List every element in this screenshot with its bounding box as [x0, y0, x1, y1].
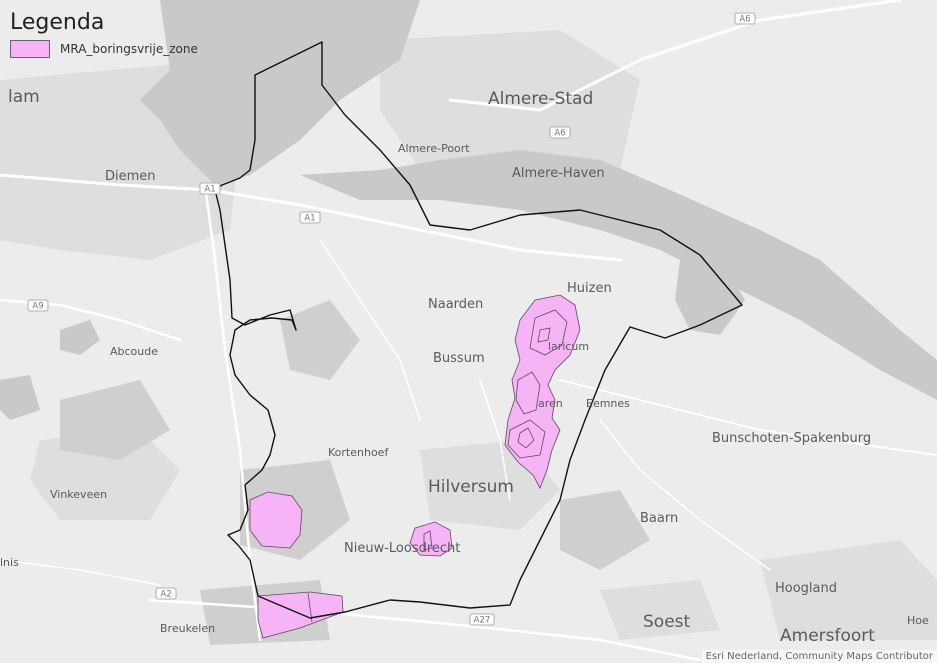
zone-west[interactable] [249, 491, 303, 549]
place-label-almere-stad: Almere-Stad [488, 89, 593, 109]
place-label-naarden: Naarden [428, 297, 483, 312]
place-label-lnis: lnis [0, 556, 19, 569]
place-label-hoe: Hoe [907, 614, 929, 627]
place-label-vinkeveen: Vinkeveen [50, 488, 107, 501]
place-label-soest: Soest [643, 612, 691, 632]
svg-text:A6: A6 [739, 15, 750, 25]
svg-text:A2: A2 [160, 590, 171, 600]
legend-swatch [10, 40, 50, 58]
place-label-lam: lam [8, 87, 40, 107]
place-label-bunschoten: Bunschoten-Spakenburg [712, 431, 871, 446]
road-shield-a6-mid: A6 [549, 126, 571, 139]
place-label-almere-haven: Almere-Haven [512, 166, 605, 181]
legend-item: MRA_boringsvrije_zone [10, 40, 198, 58]
place-label-laren: aren [538, 397, 563, 410]
place-label-bussum: Bussum [433, 351, 485, 366]
place-label-baarn: Baarn [640, 511, 678, 526]
legend-title: Legenda [10, 10, 105, 35]
svg-text:A9: A9 [32, 302, 43, 312]
zone-huizen-laren[interactable] [504, 294, 581, 489]
place-label-nieuw-loosdrecht: Nieuw-Loosdrecht [344, 541, 460, 556]
place-label-eemnes: Eemnes [586, 397, 630, 410]
place-label-laricum: laricum [548, 340, 589, 353]
place-label-abcoude: Abcoude [110, 345, 158, 358]
svg-text:A1: A1 [204, 185, 215, 195]
road-shield-a6-top: A6 [734, 12, 756, 25]
road-shield-a2: A2 [155, 587, 177, 600]
road-shield-a1-left: A1 [199, 182, 221, 195]
place-label-amersfoort: Amersfoort [780, 626, 875, 646]
map-attribution: Esri Nederland, Community Maps Contribut… [701, 650, 937, 663]
urban-areas [0, 30, 937, 640]
road-shield-a1-mid: A1 [299, 211, 321, 224]
svg-text:A27: A27 [474, 616, 491, 626]
place-label-diemen: Diemen [105, 169, 156, 184]
zone-south[interactable] [257, 591, 344, 639]
place-label-hilversum: Hilversum [428, 477, 514, 497]
water-bodies [0, 0, 937, 420]
legend-item-label: MRA_boringsvrije_zone [60, 42, 198, 56]
place-label-kortenhoef: Kortenhoef [328, 446, 389, 459]
place-label-huizen: Huizen [567, 281, 612, 296]
legend: Legenda MRA_boringsvrije_zone [10, 10, 198, 58]
place-label-breukelen: Breukelen [160, 622, 215, 635]
boringsvrije-zones [249, 294, 581, 639]
place-label-almere-poort: Almere-Poort [398, 142, 470, 155]
place-label-hoogland: Hoogland [775, 581, 837, 596]
mra-boundary [214, 41, 743, 619]
road-shield-a9: A9 [27, 299, 49, 312]
svg-text:A1: A1 [304, 214, 315, 224]
svg-text:A6: A6 [554, 129, 565, 139]
road-shield-a27: A27 [469, 613, 495, 626]
